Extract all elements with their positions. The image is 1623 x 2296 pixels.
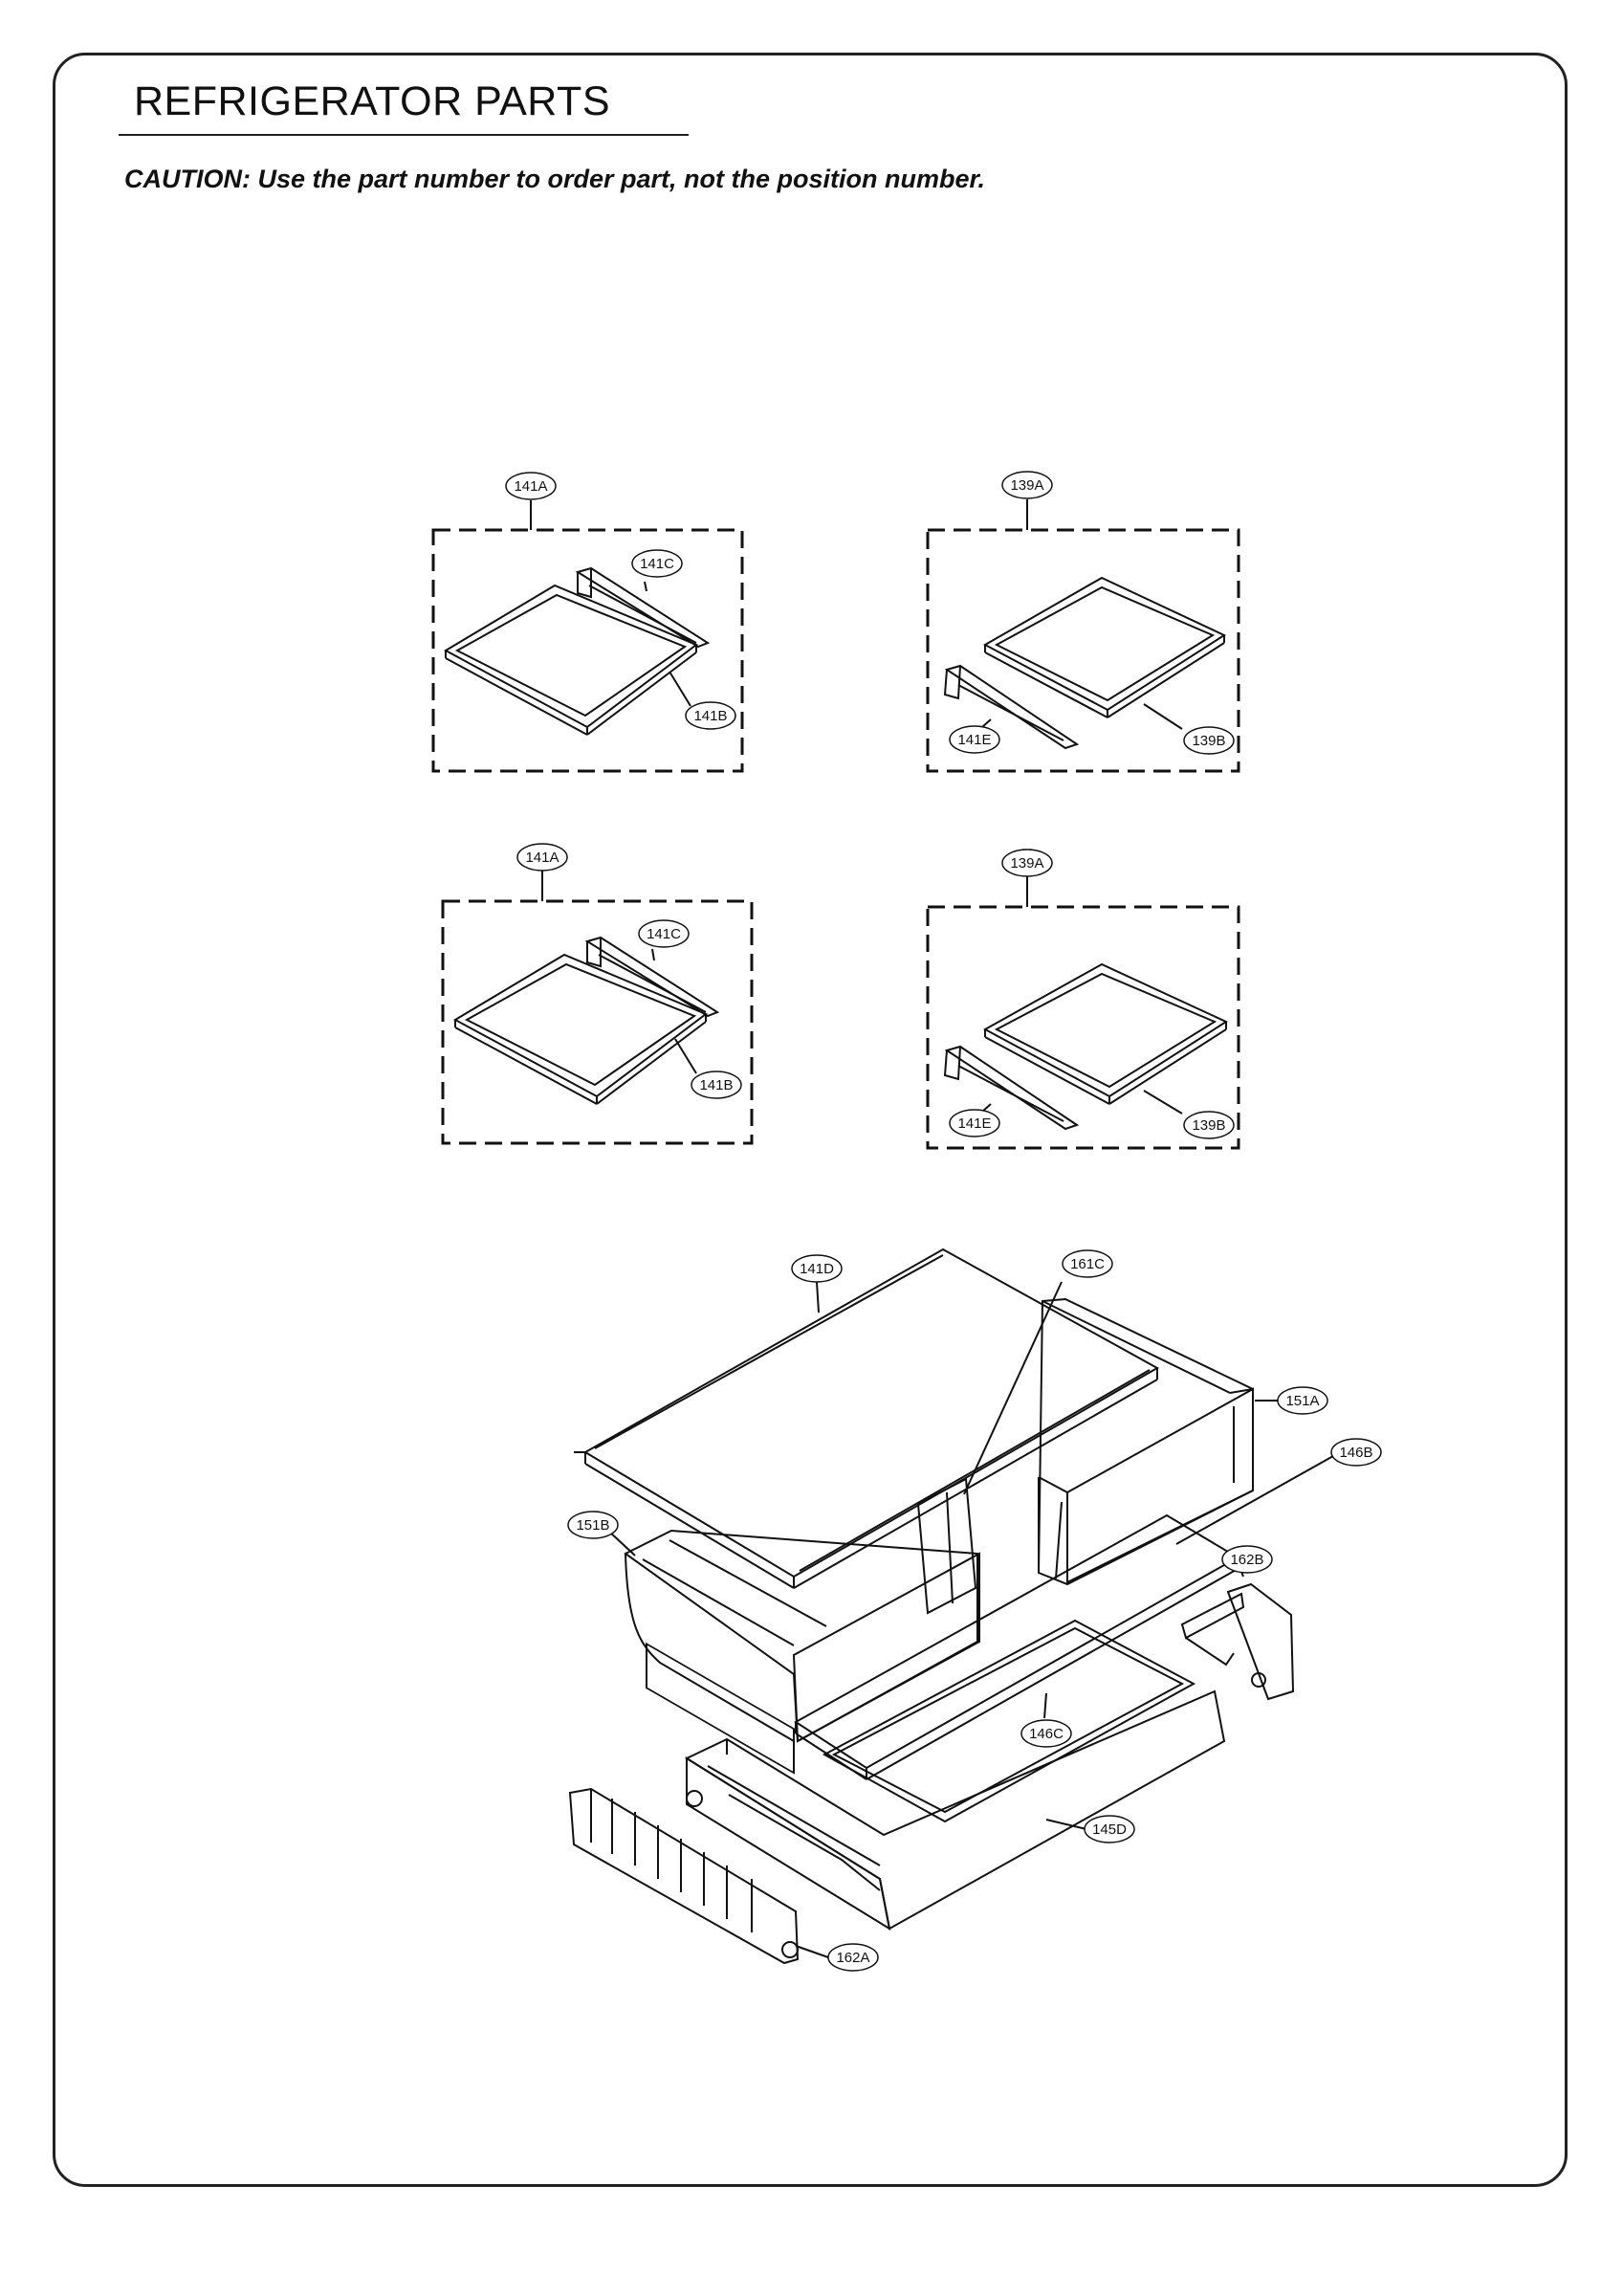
callout-text: 139B <box>1192 733 1225 749</box>
callout-text: 141B <box>693 708 727 724</box>
callout-text: 141D <box>800 1261 834 1277</box>
lower-panel-146C <box>822 1619 1196 1823</box>
callout-text: 151B <box>576 1517 609 1534</box>
glass-shelf-139B-upper <box>982 576 1227 718</box>
leader-139B-upper <box>1143 703 1183 730</box>
crisper-drawer-151B <box>624 1529 980 1775</box>
crisper-divider-161C <box>916 1477 977 1615</box>
callout-text: 139A <box>1010 855 1043 872</box>
callout-141B-lower: 141B <box>691 1071 742 1099</box>
slide-rail-162B <box>1180 1582 1295 1701</box>
leader-146C <box>1043 1692 1047 1719</box>
leader-151B <box>607 1530 636 1556</box>
callout-162B: 162B <box>1221 1545 1273 1574</box>
leader-141C-lower <box>651 948 655 961</box>
glass-shelf-141B-upper <box>443 584 698 736</box>
callout-text: 146C <box>1029 1726 1064 1742</box>
callout-text: 141E <box>957 1115 991 1132</box>
shelf-assembly-139A-lower <box>926 876 1240 1150</box>
shelf-bracket-141C-upper <box>575 566 711 649</box>
callout-141B-upper: 141B <box>685 701 736 730</box>
callout-text: 162B <box>1230 1552 1263 1568</box>
callout-text: 141A <box>525 850 559 866</box>
callout-146B: 146B <box>1330 1438 1382 1467</box>
callout-141D: 141D <box>791 1254 843 1283</box>
callout-162A: 162A <box>827 1943 879 1972</box>
callout-text: 141B <box>699 1077 733 1093</box>
callout-text: 162A <box>836 1950 869 1966</box>
slide-rail-162A <box>568 1787 800 1965</box>
callout-141E-lower: 141E <box>949 1109 1000 1137</box>
callout-139B-lower: 139B <box>1183 1111 1235 1139</box>
callout-141A-upper: 141A <box>505 472 557 500</box>
callout-141E-upper: 141E <box>949 725 1000 754</box>
assembly-box-139A-upper <box>926 528 1240 773</box>
shelf-assembly-141A-lower <box>441 871 754 1145</box>
callout-141A-lower: 141A <box>516 843 568 872</box>
callout-text: 141E <box>957 732 991 748</box>
callout-151B: 151B <box>567 1511 619 1539</box>
leader-141B-lower <box>674 1038 697 1074</box>
callout-text: 141A <box>514 478 547 495</box>
leader-161C <box>963 1281 1063 1495</box>
callout-text: 145D <box>1092 1821 1127 1838</box>
assembly-box-141A-upper <box>431 528 744 773</box>
leader-141B-upper <box>669 671 691 707</box>
callout-161C: 161C <box>1062 1249 1113 1278</box>
callout-139B-upper: 139B <box>1183 726 1235 755</box>
shelf-assembly-139A-upper <box>926 499 1240 773</box>
leader-162A <box>795 1945 829 1958</box>
callout-text: 146B <box>1339 1445 1372 1461</box>
drawer-frame-145D <box>684 1689 1226 1932</box>
callout-141C-upper: 141C <box>631 549 683 578</box>
glass-shelf-141B-lower <box>452 953 708 1105</box>
leader-145D <box>1045 1819 1087 1830</box>
caution-note: CAUTION: Use the part number to order pa… <box>124 165 986 193</box>
assembly-box-141A-lower <box>441 899 754 1145</box>
callout-146C: 146C <box>1020 1719 1072 1748</box>
leader-146B <box>1175 1455 1334 1545</box>
shelf-bracket-141E-lower <box>943 1045 1080 1131</box>
callout-text: 139A <box>1010 477 1043 494</box>
assembly-box-139A-lower <box>926 905 1240 1150</box>
callout-text: 141C <box>647 926 681 942</box>
callout-139A-upper: 139A <box>1001 471 1053 499</box>
shelf-bracket-141E-upper <box>943 664 1080 750</box>
callout-labels: 141A 141C 141B 139A 141E 139B 141A 141C <box>505 471 1382 1972</box>
callout-141C-lower: 141C <box>638 919 690 948</box>
callout-145D: 145D <box>1084 1815 1135 1843</box>
shelf-bracket-141C-lower <box>584 936 720 1018</box>
leader-141D <box>816 1281 820 1314</box>
page-border <box>53 53 1568 2187</box>
callout-text: 139B <box>1192 1117 1225 1134</box>
callout-text: 151A <box>1285 1393 1319 1409</box>
crisper-assembly <box>568 1247 1334 1965</box>
shelf-assembly-141A-upper <box>431 500 744 773</box>
leader-141C-upper <box>644 581 647 592</box>
glass-shelf-139B-lower <box>982 962 1229 1105</box>
callout-139A-lower: 139A <box>1001 849 1053 877</box>
leader-139B-lower <box>1143 1090 1183 1115</box>
page-title: REFRIGERATOR PARTS <box>134 78 610 124</box>
crisper-drawer-151A <box>1037 1297 1254 1586</box>
title-underline <box>119 134 689 136</box>
callout-text: 161C <box>1070 1256 1105 1272</box>
callout-151A: 151A <box>1277 1386 1328 1415</box>
callout-text: 141C <box>640 556 674 572</box>
